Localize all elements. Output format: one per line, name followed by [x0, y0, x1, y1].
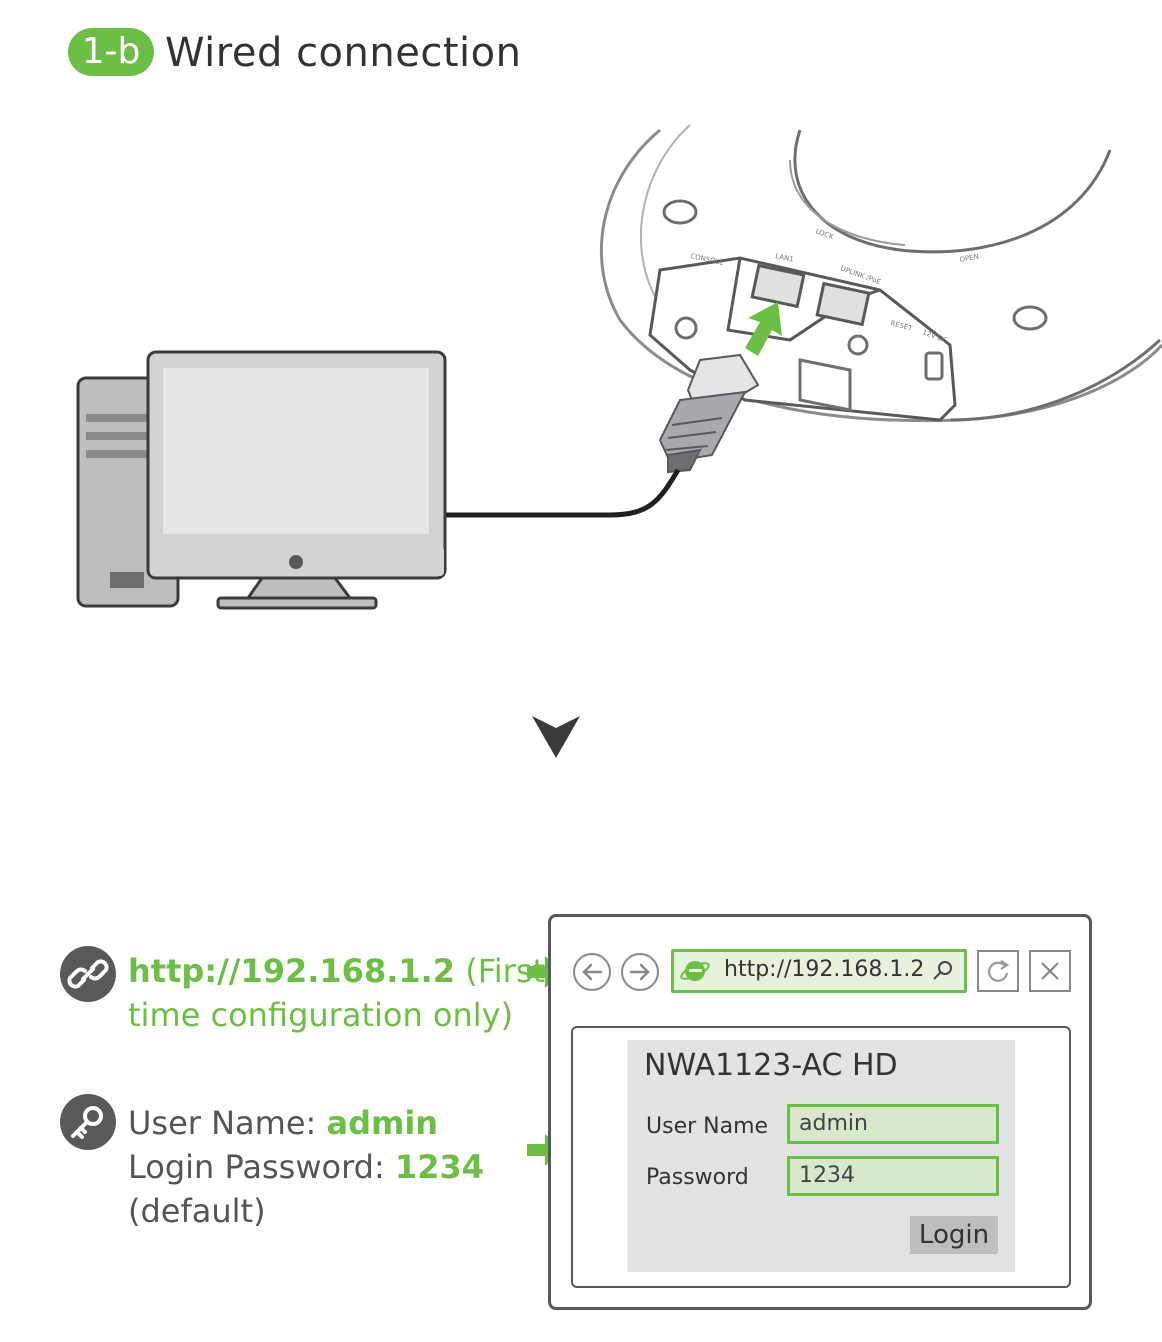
address-bar[interactable] — [671, 949, 967, 993]
wired-connection-illustration: CONSOLE LAN1 UPLINK /PoE RESET 12V DC LO… — [76, 124, 1162, 610]
refresh-button[interactable] — [977, 950, 1019, 992]
link-icon — [60, 946, 116, 1002]
browser-logo-icon — [680, 961, 710, 981]
section-title: Wired connection — [165, 30, 522, 76]
insert-arrow-icon — [745, 302, 782, 356]
step-badge: 1-b — [68, 28, 154, 76]
password-label: Login Password: — [128, 1148, 395, 1186]
forward-button[interactable] — [621, 953, 659, 991]
user-name-value: admin — [326, 1104, 439, 1142]
password-field[interactable]: 1234 — [787, 1156, 999, 1196]
lan-port-label: LAN1 — [775, 252, 795, 264]
default-note: (default) — [128, 1192, 266, 1230]
ethernet-plug — [658, 353, 760, 474]
back-button[interactable] — [573, 953, 611, 991]
url-text[interactable]: http://192.168.1.2 — [128, 952, 456, 990]
url-instruction: http://192.168.1.2 (First — [128, 952, 545, 990]
refresh-icon — [987, 960, 1009, 982]
close-button[interactable] — [1029, 950, 1071, 992]
user-name-instruction: User Name: admin — [128, 1104, 438, 1142]
lock-label: LOCK — [814, 227, 835, 241]
close-icon — [1041, 962, 1059, 980]
forward-arrow-icon — [629, 963, 650, 981]
url-note-part2: time configuration only) — [128, 996, 514, 1034]
open-label: OPEN — [959, 253, 979, 264]
device-name: NWA1123-AC HD — [644, 1048, 898, 1083]
login-button[interactable]: Login — [910, 1216, 998, 1254]
search-icon[interactable] — [930, 958, 956, 984]
user-name-field-label: User Name — [646, 1114, 769, 1139]
address-text[interactable]: http://192.168.1.2 — [724, 957, 925, 982]
down-arrow-icon — [532, 716, 580, 758]
user-name-label: User Name: — [128, 1104, 327, 1142]
password-value: 1234 — [394, 1148, 484, 1186]
back-arrow-icon — [582, 963, 603, 981]
computer-monitor — [146, 350, 447, 610]
ethernet-cable — [445, 468, 681, 518]
password-field-label: Password — [646, 1165, 749, 1190]
access-point — [599, 124, 1162, 423]
key-icon — [60, 1094, 116, 1150]
password-instruction: Login Password: 1234 — [128, 1148, 484, 1186]
user-name-field[interactable]: admin — [787, 1104, 999, 1144]
